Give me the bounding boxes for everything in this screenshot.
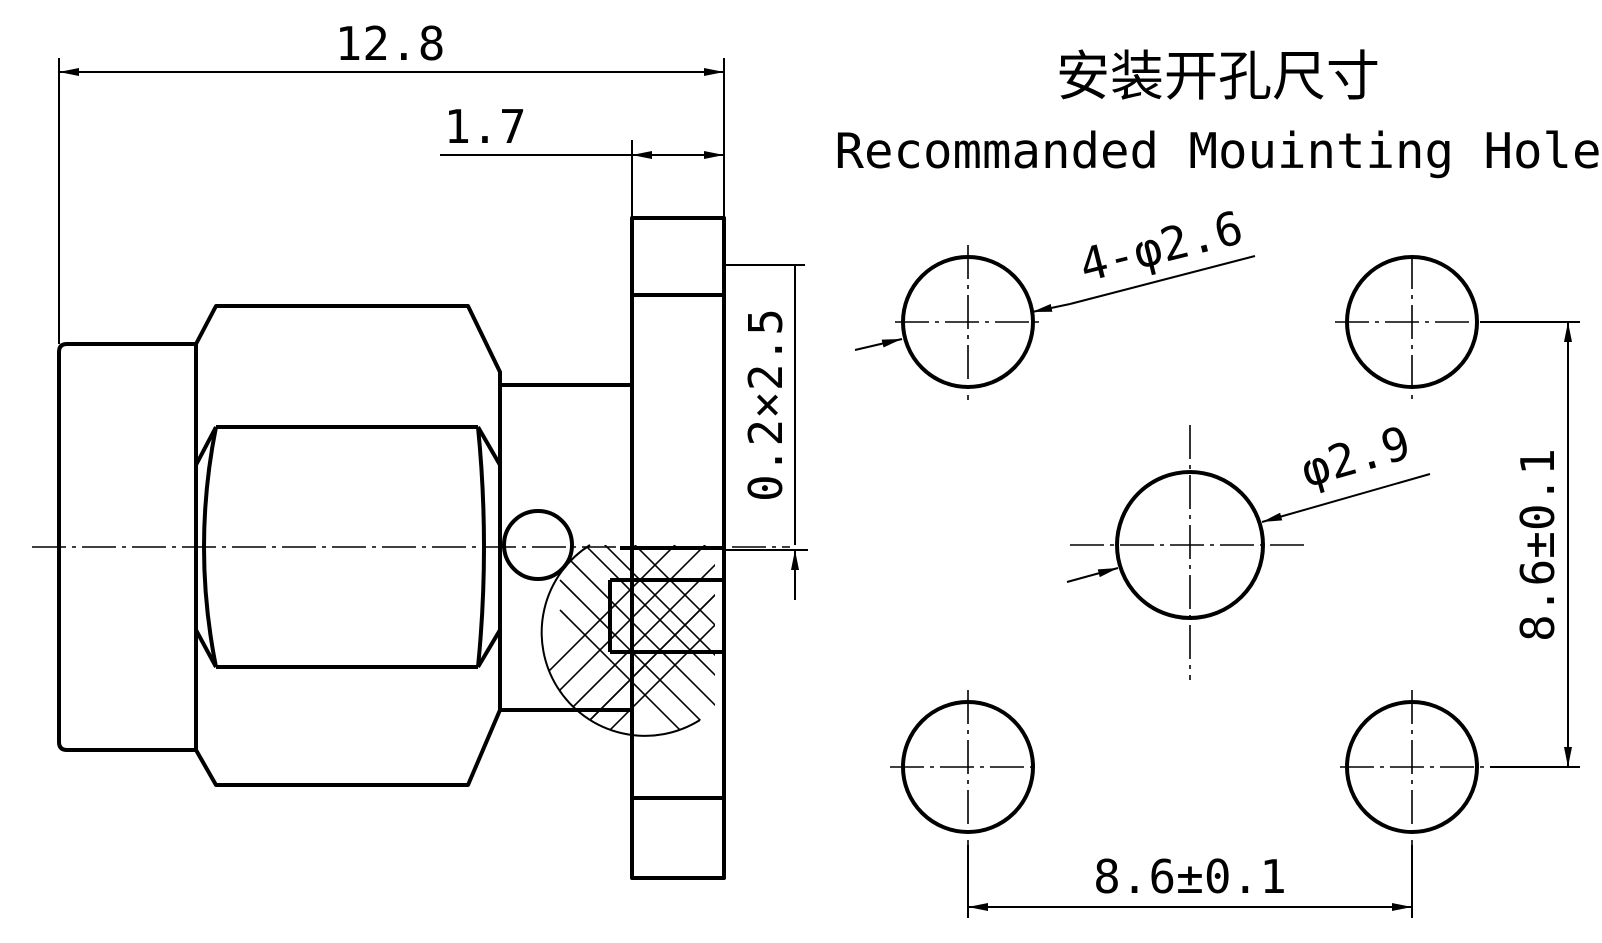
pin-offset-label: 0.2×2.5 (739, 308, 793, 502)
title-chinese: 安装开孔尺寸 (1056, 45, 1380, 108)
dielectric-insulator (540, 544, 715, 737)
center-contact-pin (608, 546, 724, 654)
overall-length-label: 12.8 (335, 17, 446, 71)
dimension-corner-hole-diameter: 4-φ2.6 (854, 200, 1256, 351)
dimension-overall-length: 12.8 (58, 17, 725, 344)
hole-top-left (895, 245, 1045, 400)
dimension-flange-thickness: 1.7 (440, 100, 724, 218)
hole-top-right (1335, 255, 1480, 400)
connector-side-view: 12.8 1.7 0.2×2.5 (32, 17, 808, 880)
hole-bottom-left (890, 690, 1040, 845)
solder-ring (502, 509, 574, 581)
hole-center (1070, 425, 1305, 680)
horizontal-spacing-label: 8.6±0.1 (1093, 850, 1287, 904)
coupling-nut (57, 342, 198, 752)
dimension-pin-offset: 0.2×2.5 (724, 264, 808, 600)
mounting-hole-pattern: 安装开孔尺寸 Recommanded Mouinting Hole (834, 45, 1602, 918)
flange-thickness-label: 1.7 (443, 100, 526, 154)
dimension-vertical-spacing: 8.6±0.1 (1480, 321, 1580, 768)
title-english: Recommanded Mouinting Hole (834, 123, 1601, 180)
hex-body (194, 304, 502, 787)
corner-hole-diameter-label: 4-φ2.6 (1074, 200, 1248, 293)
center-hole-diameter-label: φ2.9 (1295, 415, 1416, 497)
hole-bottom-right (1340, 690, 1490, 845)
vertical-spacing-label: 8.6±0.1 (1511, 448, 1565, 642)
dimension-horizontal-spacing: 8.6±0.1 (967, 845, 1413, 918)
